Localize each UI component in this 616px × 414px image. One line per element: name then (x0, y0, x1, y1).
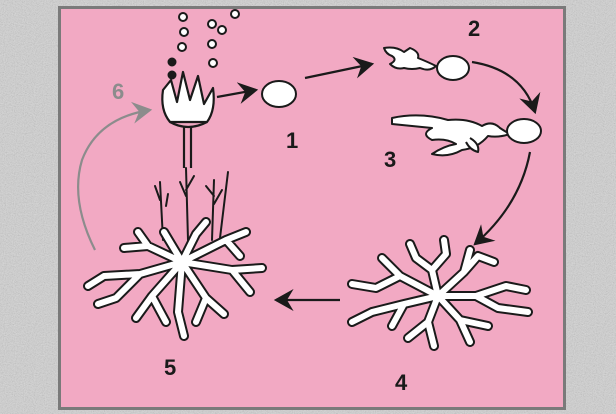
spore-stage-1 (262, 81, 296, 107)
stage-label-1: 1 (286, 128, 298, 153)
stage-label-3: 3 (384, 147, 396, 172)
sporangium (162, 72, 213, 168)
mycelium-stage-4 (352, 240, 528, 346)
arrow-3-to-4 (475, 152, 530, 244)
arrow-2-to-3 (472, 62, 535, 112)
released-spores (169, 10, 240, 79)
mycelium-with-sporangiophores-stage-5 (88, 168, 262, 336)
stage-label-2: 2 (468, 16, 480, 41)
arrow-1-to-2 (305, 64, 372, 78)
arrow-6-to-1 (217, 90, 256, 97)
germinating-spore-stage-2 (384, 48, 469, 81)
stage-label-5: 5 (164, 355, 176, 380)
stage-label-4: 4 (395, 370, 408, 395)
growing-hyphae-stage-3 (392, 115, 541, 155)
stage-label-6: 6 (112, 79, 124, 104)
